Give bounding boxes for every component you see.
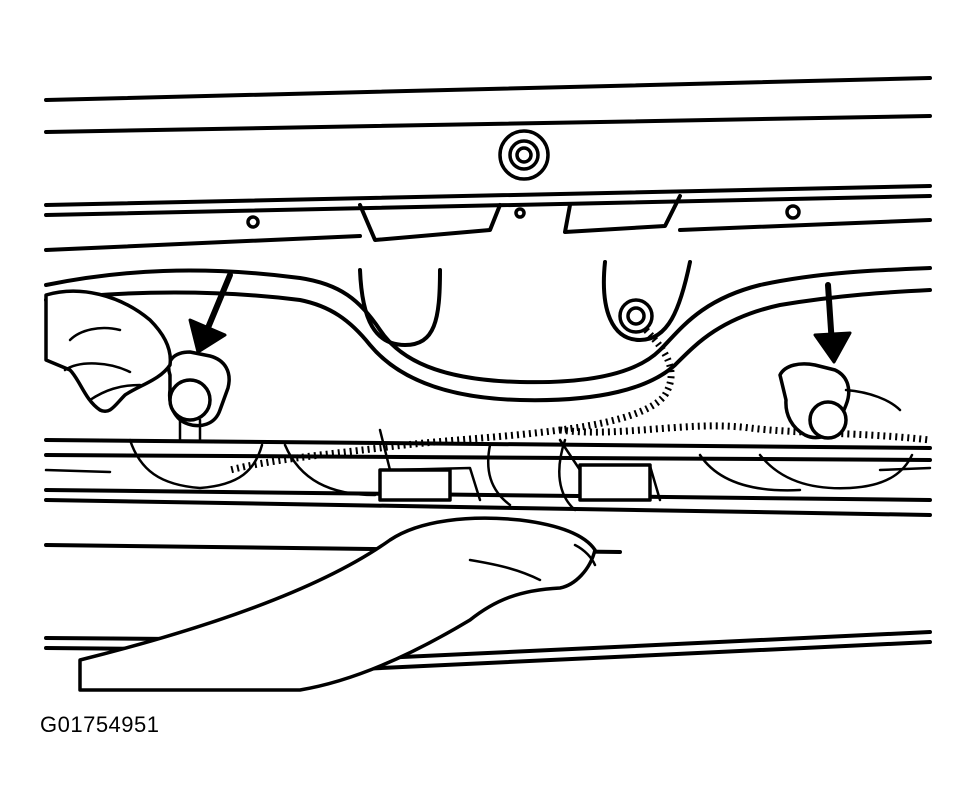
center-hand [78, 516, 597, 692]
left-bulb-socket [167, 350, 231, 442]
arrow-down-left-icon [188, 272, 233, 354]
right-bulb-socket [778, 362, 902, 440]
inner-panel [44, 194, 932, 403]
figure-id: G01754951 [40, 712, 160, 737]
lamp-housing [44, 428, 932, 517]
left-hand [44, 289, 173, 413]
upper-body-lines [44, 76, 932, 252]
top-grommet-icon [498, 129, 550, 181]
arrow-down-right-icon [813, 282, 852, 364]
wiring-harness [229, 327, 931, 512]
